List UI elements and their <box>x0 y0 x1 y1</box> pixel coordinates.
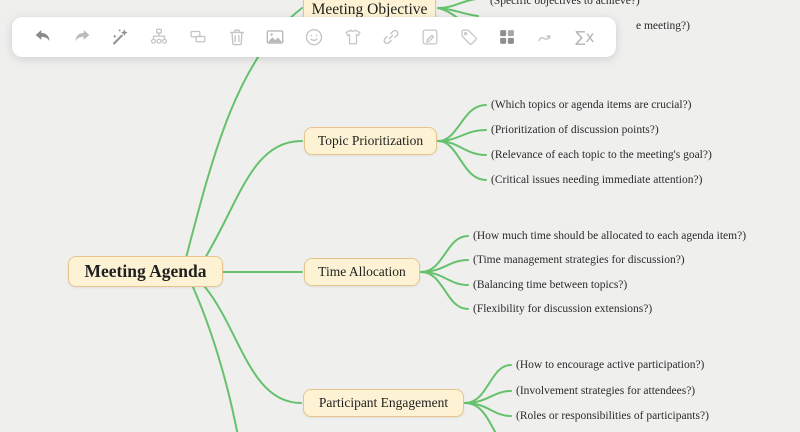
leaf-item[interactable]: (Involvement strategies for attendees?) <box>516 385 696 397</box>
delete-button[interactable] <box>220 20 254 54</box>
undo-button[interactable] <box>26 20 60 54</box>
note-button[interactable] <box>413 20 447 54</box>
tag-button[interactable] <box>452 20 486 54</box>
hyperlink-button[interactable] <box>374 20 408 54</box>
leaf-item[interactable]: (Specific objectives to achieve?) <box>490 0 640 7</box>
leaf-item[interactable]: (Time management strategies for discussi… <box>473 254 685 266</box>
formula-button[interactable]: ∑x <box>568 20 602 54</box>
emoji-button[interactable] <box>297 20 331 54</box>
redo-icon <box>75 30 90 42</box>
structure-button[interactable] <box>142 20 176 54</box>
leaf-item[interactable]: (Flexibility for discussion extensions?) <box>473 303 653 315</box>
floating-topic-icon <box>190 30 206 43</box>
tag-icon <box>461 29 477 45</box>
structure-icon <box>151 28 168 44</box>
leaf-item[interactable]: (How to encourage active participation?) <box>516 359 705 371</box>
link-icon <box>383 29 399 45</box>
leaf-item[interactable]: (Critical issues needing immediate atten… <box>491 174 703 186</box>
image-icon <box>266 30 284 44</box>
connector-lines <box>185 0 512 432</box>
node-topic-prioritization[interactable]: Topic Prioritization <box>304 127 437 155</box>
relationship-icon <box>538 35 551 42</box>
style-button[interactable] <box>336 20 370 54</box>
floating-topic-button[interactable] <box>181 20 215 54</box>
ai-wand-button[interactable] <box>103 20 137 54</box>
floating-toolbar: ∑x <box>12 17 616 57</box>
node-meeting-agenda[interactable]: Meeting Agenda <box>68 256 223 287</box>
leaf-item[interactable]: e meeting?) <box>636 20 690 32</box>
node-time-allocation[interactable]: Time Allocation <box>304 258 420 286</box>
formula-icon: ∑x <box>575 27 595 46</box>
leaf-item[interactable]: (Balancing time between topics?) <box>473 279 628 291</box>
leaf-item[interactable]: (Roles or responsibilities of participan… <box>516 410 709 422</box>
note-icon <box>422 29 438 45</box>
leaf-item[interactable]: (Which topics or agenda items are crucia… <box>491 99 692 111</box>
leaf-item[interactable]: (Prioritization of discussion points?) <box>491 124 659 136</box>
leaf-item[interactable]: (Relevance of each topic to the meeting'… <box>491 149 712 161</box>
ai-magic-wand-icon <box>113 29 129 45</box>
image-button[interactable] <box>258 20 292 54</box>
grid-icon <box>500 30 515 44</box>
tshirt-icon <box>345 29 361 45</box>
leaf-item[interactable]: (How much time should be allocated to ea… <box>473 230 747 242</box>
node-participant-engagement[interactable]: Participant Engagement <box>303 389 464 417</box>
redo-button[interactable] <box>65 20 99 54</box>
emoji-icon <box>305 28 323 46</box>
undo-icon <box>35 30 50 42</box>
trash-icon <box>229 29 244 46</box>
relationship-button[interactable] <box>529 20 563 54</box>
grid-view-button[interactable] <box>490 20 524 54</box>
